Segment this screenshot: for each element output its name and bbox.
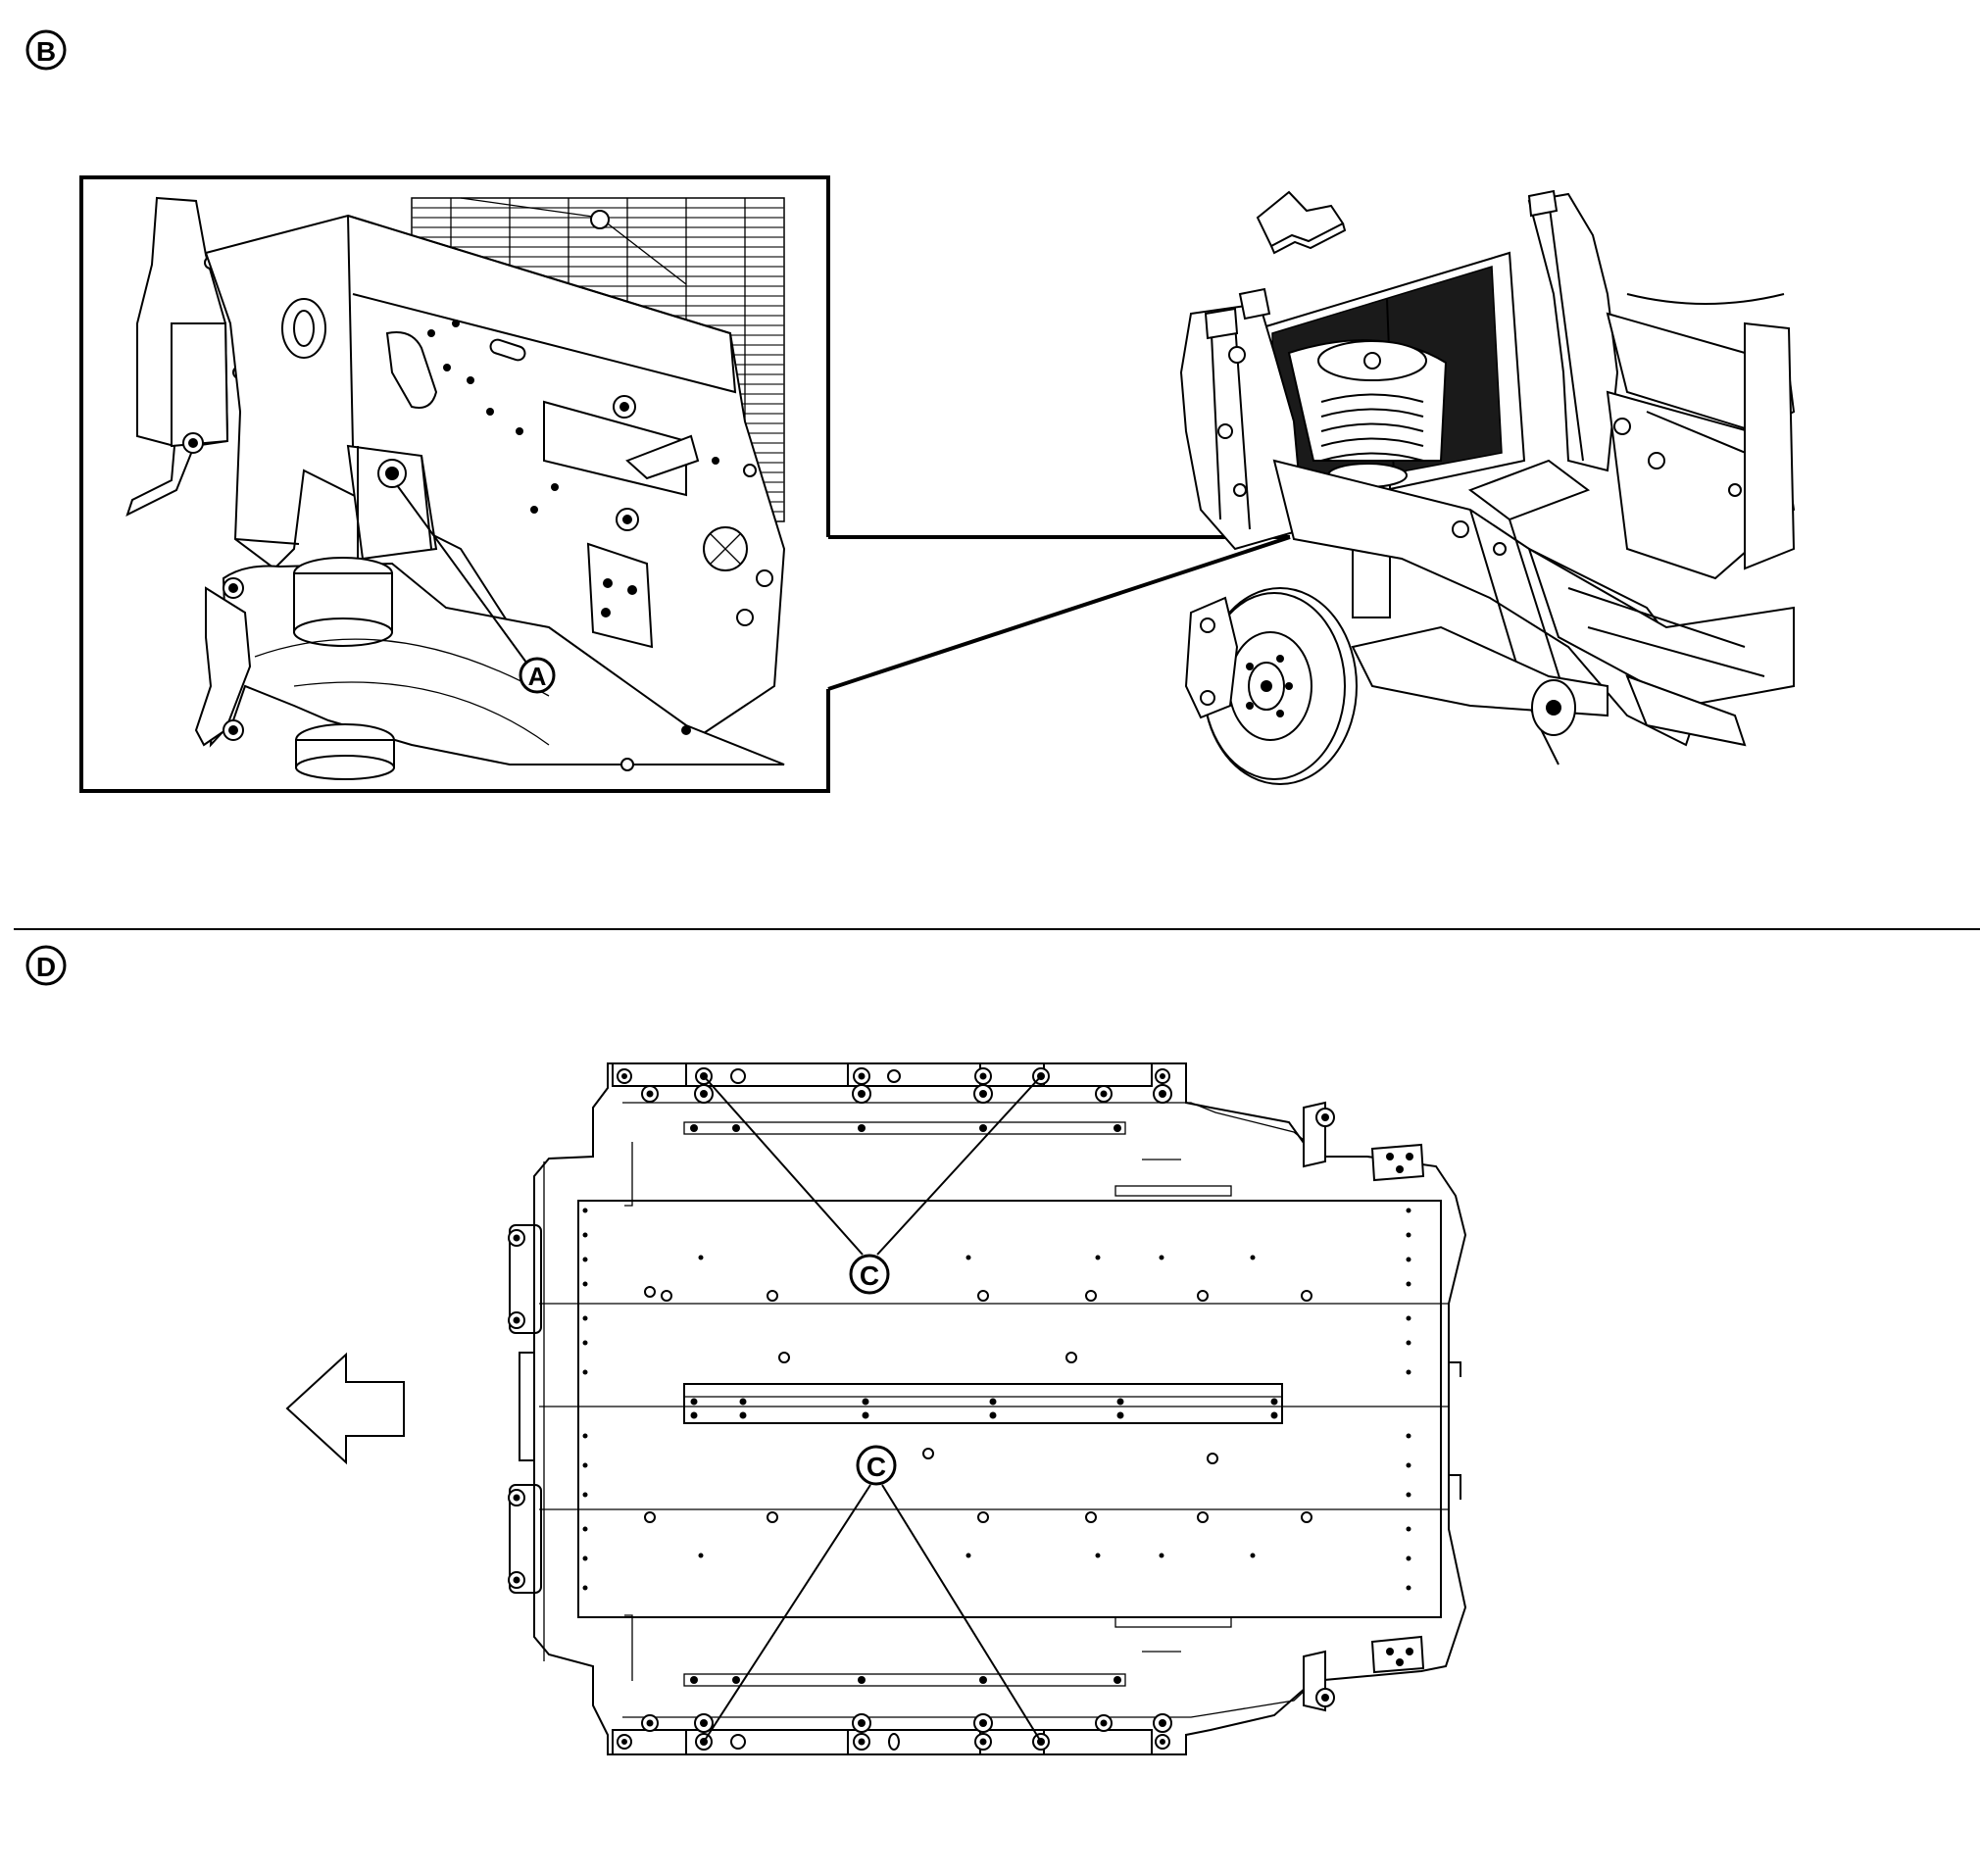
section-d-label: D	[36, 952, 56, 982]
callout-c-lower: C	[856, 1445, 897, 1486]
front-direction-arrow-top	[1256, 190, 1347, 255]
callout-a-label: A	[528, 662, 547, 691]
lower-control-arm	[1351, 625, 1609, 736]
section-b: B	[14, 29, 1980, 930]
inset-leader-bottom	[827, 535, 1291, 691]
brake-caliper	[1184, 596, 1239, 719]
inset-frame	[79, 175, 830, 793]
mount-tower	[346, 444, 654, 649]
section-b-badge: B	[25, 29, 67, 71]
section-d: D	[25, 945, 1467, 1755]
lower-arm	[194, 557, 785, 780]
left-tabs	[508, 1224, 542, 1594]
callout-c-leaders	[703, 1075, 1042, 1743]
bottom-bolts	[617, 1713, 1172, 1751]
right-frame	[1527, 192, 1796, 747]
upper-brackets	[1204, 189, 1559, 340]
leader-a	[396, 484, 530, 667]
front-suspension-assembly	[1179, 189, 1796, 785]
top-flange	[612, 1063, 1153, 1087]
brake-rotor	[1184, 587, 1358, 785]
section-d-badge: D	[25, 945, 67, 986]
section-b-label: B	[36, 36, 56, 67]
panel-sections	[539, 1121, 1449, 1687]
left-bracket	[125, 196, 246, 517]
callout-a: A	[519, 657, 556, 694]
front-direction-arrow-bottom	[285, 1352, 405, 1465]
callout-c-lower-label: C	[866, 1452, 886, 1482]
bottom-flange	[612, 1729, 1153, 1754]
interior-fasteners	[582, 1124, 1411, 1684]
underbody-panel: C C	[508, 1062, 1467, 1755]
detail-inset: A	[79, 175, 1291, 793]
callout-c-upper: C	[849, 1254, 890, 1295]
left-frame	[1179, 302, 1306, 551]
right-brackets	[1303, 1101, 1461, 1712]
callout-c-upper-label: C	[860, 1260, 879, 1291]
top-bolts	[617, 1067, 1172, 1104]
